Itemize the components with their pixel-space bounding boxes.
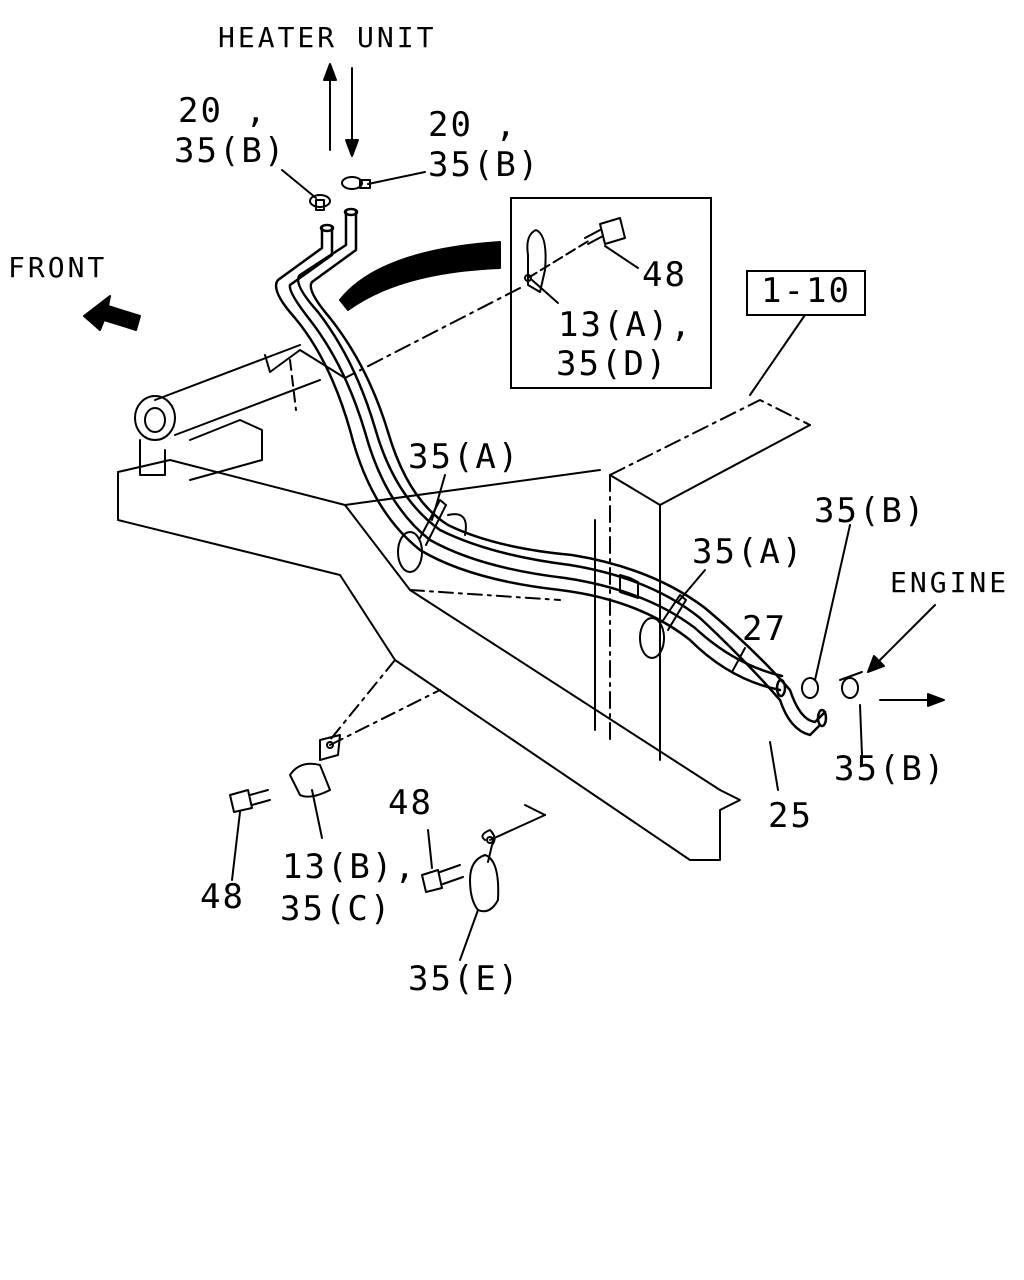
callout-top-left-35b: 35(B) xyxy=(174,131,287,171)
cross-member xyxy=(134,344,321,481)
callout-hose-25: 25 xyxy=(768,796,813,836)
lower-clamp-13b xyxy=(289,689,441,798)
engine-arrow-icon xyxy=(867,604,945,707)
callout-detail-bolt-48: 48 xyxy=(642,255,687,295)
top-hose-clamps xyxy=(309,176,371,211)
detail-inset-box xyxy=(510,197,712,389)
callout-detail-13a: 13(A), xyxy=(558,305,693,345)
heater-hose-pair xyxy=(274,207,828,737)
clamp-35e xyxy=(469,804,546,913)
bolt-48-mid xyxy=(421,864,464,893)
end-hose-clamps xyxy=(801,671,863,699)
callout-clamp-35e: 35(E) xyxy=(408,959,521,999)
detail-clamp-13a xyxy=(524,229,591,293)
hose-clips xyxy=(397,499,687,659)
callout-top-left-20: 20 , xyxy=(178,91,268,131)
heater-unit-arrows xyxy=(323,63,359,157)
section-reference-box[interactable]: 1-10 xyxy=(746,270,866,316)
callout-clamp-13b: 13(B), xyxy=(282,847,417,887)
callout-bolt-48-mid: 48 xyxy=(388,783,433,823)
detail-bolt-48 xyxy=(584,217,626,245)
engine-outline xyxy=(594,399,811,761)
heater-unit-label: HEATER UNIT xyxy=(218,21,437,54)
frame-rail xyxy=(117,459,741,861)
callout-hose-27: 27 xyxy=(742,609,787,649)
callout-detail-35d: 35(D) xyxy=(556,344,669,384)
callout-clip-right-35a: 35(A) xyxy=(692,532,805,572)
callout-clamp-35c: 35(C) xyxy=(280,889,393,929)
callout-top-right-35b: 35(B) xyxy=(428,145,541,185)
callout-clamp-lower-right-35b: 35(B) xyxy=(834,749,947,789)
front-label: FRONT xyxy=(8,251,108,284)
leader-lines xyxy=(231,169,863,961)
front-arrow-icon xyxy=(83,295,141,331)
callout-clip-left-35a: 35(A) xyxy=(408,437,521,477)
lower-bolt-48 xyxy=(229,789,271,813)
engine-label: ENGINE xyxy=(890,566,1010,599)
detail-pointer xyxy=(339,241,501,311)
callout-bolt-48-lower-left: 48 xyxy=(200,877,245,917)
callout-top-right-20: 20 , xyxy=(428,105,518,145)
callout-clamp-upper-right-35b: 35(B) xyxy=(814,491,927,531)
